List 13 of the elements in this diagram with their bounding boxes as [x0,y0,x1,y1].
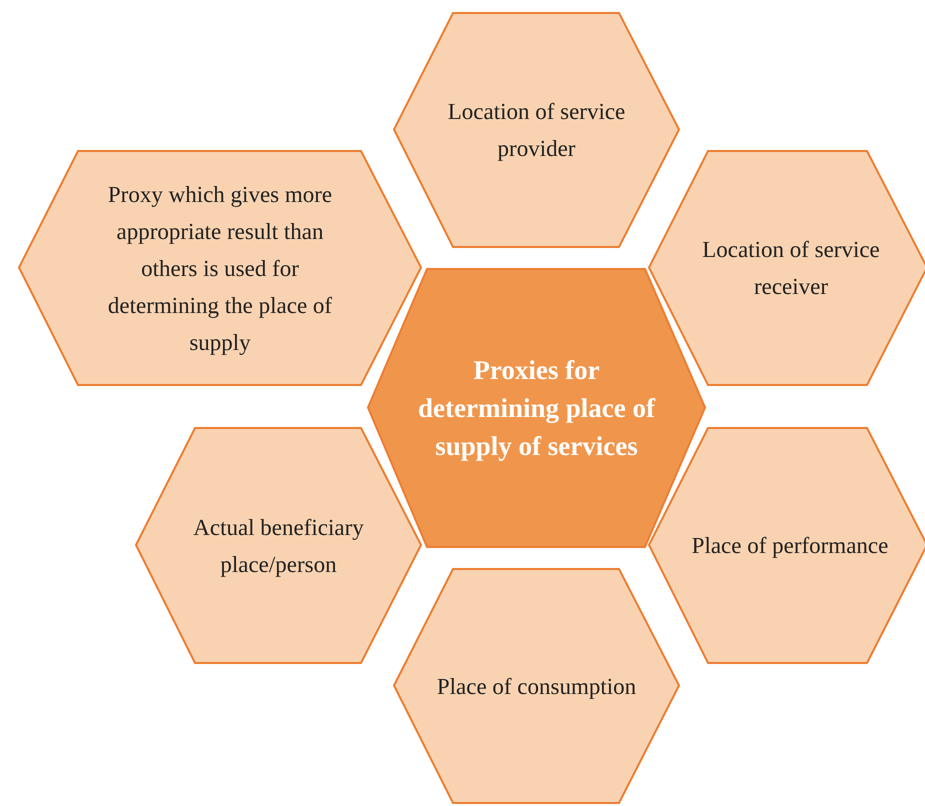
hexagon [648,150,925,386]
hexagon-label: Location of service provider [446,98,626,163]
hexagon [648,427,925,664]
hexagon [393,12,680,248]
hexagon [393,568,680,804]
hexagon-label: Place of consumption [436,673,638,701]
hexagon-label: Actual beneficiary place/person [192,514,365,579]
hexagon-label: Place of performance [690,532,890,560]
hexagon-label: Location of service receiver [701,236,881,301]
hexagon-title: Proxies for determining place of supply of services [417,354,656,463]
hexagon-label: Proxy which gives more appropriate result than others is used for determining the place of supply [106,181,334,357]
hexagon [135,427,422,664]
hexagon [18,150,422,386]
